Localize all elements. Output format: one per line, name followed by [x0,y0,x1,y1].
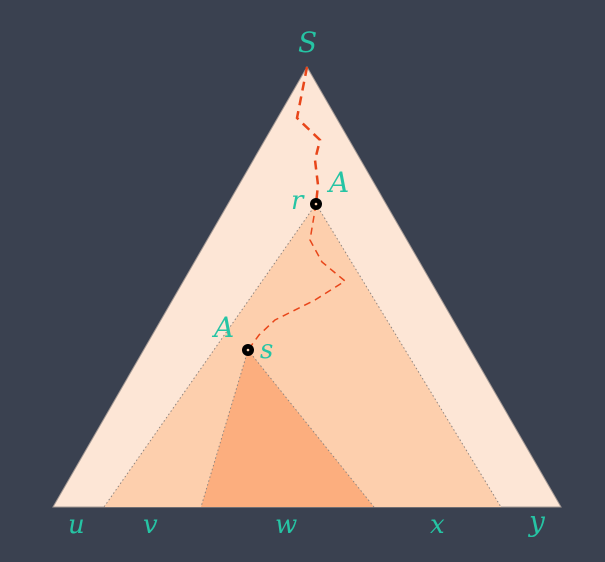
upper-a-node-center [314,202,318,206]
path-upper-a-to-lower-a [247,203,347,351]
leaf-label-v: v [143,510,158,540]
s-label: s [260,335,273,365]
root-label-s: S [298,26,317,59]
leaf-label-x: x [430,510,445,540]
inner-triangle-right-edge [247,349,375,508]
path-root-to-upper-a [295,66,322,205]
lower-a-node-center [246,348,250,352]
leaf-label-y: y [527,505,546,538]
upper-a-label: A [326,166,349,199]
middle-triangle [104,204,501,507]
middle-triangle-left-edge [103,203,317,508]
leaf-label-u: u [68,510,85,540]
leaf-label-w: w [275,510,297,540]
lower-a-label: A [211,311,234,344]
r-label: r [291,186,305,216]
inner-triangle [201,350,374,507]
inner-triangle-left-edge [200,349,249,508]
